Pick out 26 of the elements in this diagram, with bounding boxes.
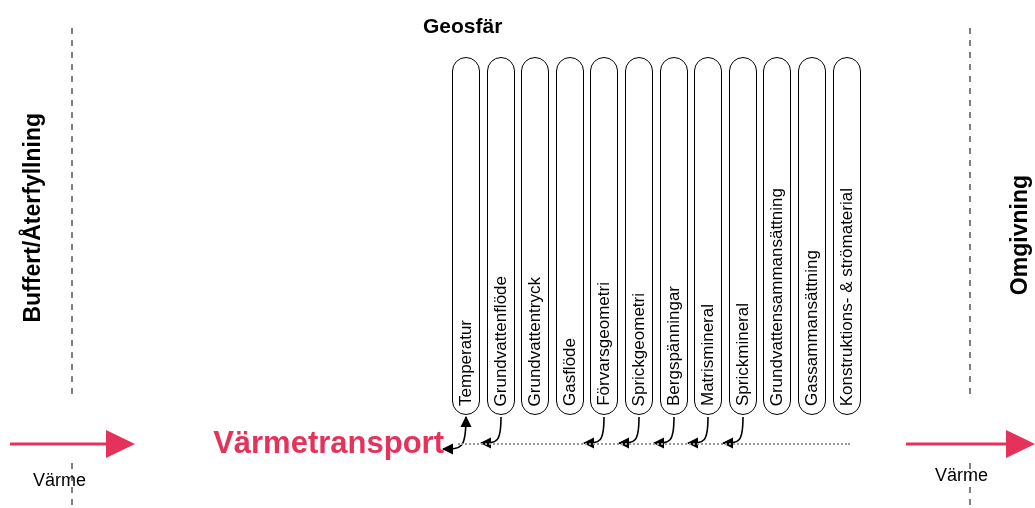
parameter-pill: Grundvattenflöde — [487, 57, 515, 415]
arrow — [582, 416, 605, 449]
flow-label: Värme — [935, 464, 988, 487]
arrow — [479, 416, 502, 449]
process-label: Värmetransport — [196, 424, 444, 462]
parameter-pill: Grundvattensammansättning — [763, 57, 791, 415]
parameter-pill: Förvarsgeometri — [590, 57, 618, 415]
parameter-pill: Matrismineral — [694, 57, 722, 415]
parameter-pill: Sprickmineral — [729, 57, 757, 415]
arrow — [686, 416, 709, 449]
parameter-pill: Gassammansättning — [798, 57, 826, 415]
parameter-pill: Grundvattentryck — [521, 57, 549, 415]
region-label: Buffert/Återfyllning — [14, 80, 50, 355]
parameter-pill: Gasflöde — [556, 57, 584, 415]
parameter-pill: Temperatur — [452, 57, 480, 415]
parameter-pill: Konstruktions- & strömaterial — [833, 57, 861, 415]
heading: Geosfär — [423, 13, 503, 39]
arrow — [441, 415, 472, 455]
arrow — [617, 416, 640, 449]
arrow — [652, 416, 675, 449]
region-label: Omgivning — [1004, 160, 1035, 310]
arrow — [721, 416, 744, 449]
dotted-line — [458, 443, 850, 445]
flow-label: Värme — [33, 469, 86, 492]
parameter-pill: Bergspänningar — [660, 57, 688, 415]
parameter-pill: Sprickgeometri — [625, 57, 653, 415]
